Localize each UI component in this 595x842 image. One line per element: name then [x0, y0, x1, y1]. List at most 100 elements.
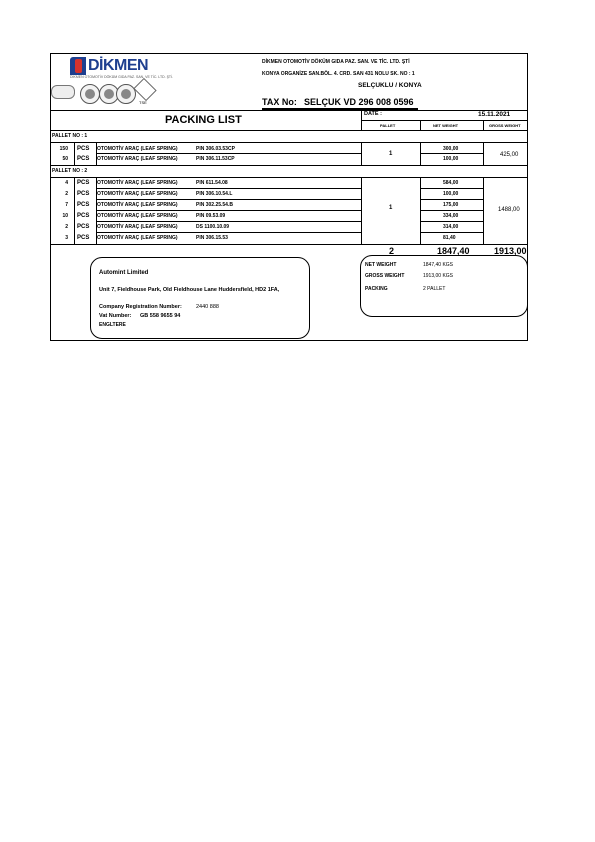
rule: [361, 177, 362, 244]
row-unit: PCS: [77, 180, 90, 186]
row-unit: PCS: [77, 146, 90, 152]
rule: [483, 142, 484, 165]
pallet-gross-weight: 425,00: [500, 152, 519, 158]
row-description: OTOMOTİV ARAÇ (LEAF SPRING): [97, 213, 178, 219]
row-description: OTOMOTİV ARAÇ (LEAF SPRING): [97, 235, 178, 241]
row-net-weight: 100,00: [443, 156, 459, 162]
consignee-country: ENGLTERE: [99, 322, 126, 328]
row-net-weight: 300,00: [443, 146, 459, 152]
pallet-count: 1: [389, 205, 393, 211]
rule: [50, 142, 528, 143]
rule: [50, 110, 528, 111]
summary-gross-value: 1913,00 KGS: [423, 273, 454, 279]
date-label: DATE :: [364, 111, 382, 117]
row-quantity: 3: [65, 235, 68, 241]
rule: [420, 210, 483, 211]
rule: [50, 165, 528, 166]
rule: [483, 177, 484, 244]
document-frame: [50, 53, 528, 341]
certification-seal-icon: [116, 84, 136, 104]
consignee-address: Unit 7, Fieldhouse Park, Old Fieldhouse …: [99, 287, 280, 293]
rule: [420, 221, 483, 222]
tax-label: TAX No:: [262, 97, 297, 107]
column-header-net-weight: NET WEIGHT: [433, 123, 459, 128]
summary-net-label: NET WEIGHT: [365, 262, 397, 268]
row-quantity: 7: [65, 202, 68, 208]
row-net-weight: 175,00: [443, 202, 459, 208]
column-header-pallet: PALLET: [380, 123, 396, 128]
consignee-box: [90, 257, 310, 339]
company-city: SELÇUKLU / KONYA: [358, 82, 422, 89]
rule: [96, 221, 361, 222]
row-part-code: PIN 306.11.53CP: [196, 156, 235, 162]
rule: [483, 120, 484, 130]
row-description: OTOMOTİV ARAÇ (LEAF SPRING): [97, 156, 178, 162]
row-part-code: PIN 306.03.53CP: [196, 146, 235, 152]
pallet-count: 1: [389, 151, 393, 157]
row-unit: PCS: [77, 202, 90, 208]
rule: [420, 142, 421, 165]
row-unit: PCS: [77, 224, 90, 230]
total-pallets: 2: [389, 246, 395, 256]
row-quantity: 50: [62, 156, 68, 162]
row-part-code: PIN 611.54.08: [196, 180, 228, 186]
column-header-gross-weight: GROSS WEIGHT: [489, 123, 521, 128]
vat-label: Vat Number:: [99, 313, 132, 319]
rule: [420, 199, 483, 200]
rule: [420, 177, 421, 244]
company-logo-accent: [75, 59, 82, 73]
row-quantity: 2: [65, 224, 68, 230]
row-unit: PCS: [77, 235, 90, 241]
rule: [74, 142, 75, 165]
consignee-name: Automint Limited: [99, 270, 149, 276]
row-description: OTOMOTİV ARAÇ (LEAF SPRING): [97, 224, 178, 230]
summary-gross-label: GROSS WEIGHT: [365, 273, 405, 279]
registration-value: 2440 888: [196, 304, 219, 310]
tse-badge-label: TSE: [139, 100, 147, 105]
tax-underline: [262, 108, 418, 110]
rule: [361, 142, 362, 165]
row-part-code: PIN 09.53.09: [196, 213, 226, 219]
rule: [96, 232, 361, 233]
row-quantity: 4: [65, 180, 68, 186]
row-description: OTOMOTİV ARAÇ (LEAF SPRING): [97, 146, 178, 152]
registration-label: Company Registration Number:: [99, 304, 182, 310]
rule: [96, 142, 97, 165]
total-net-weight: 1847,40: [437, 246, 470, 256]
rule: [420, 188, 483, 189]
row-quantity: 2: [65, 191, 68, 197]
rule: [96, 153, 361, 154]
company-name: DİKMEN OTOMOTİV DÖKÜM GIDA PAZ. SAN. VE …: [262, 59, 410, 65]
row-unit: PCS: [77, 191, 90, 197]
certification-seal-icon: [80, 84, 100, 104]
rule: [50, 130, 528, 131]
pallet-gross-weight: 1488,00: [498, 207, 520, 213]
row-quantity: 150: [59, 146, 68, 152]
company-logo-subtitle: DİKMEN OTOMOTİV DÖKÜM GIDA PAZ. SAN. VE …: [70, 75, 174, 79]
row-net-weight: 584,00: [443, 180, 459, 186]
summary-net-value: 1847,40 KGS: [423, 262, 454, 268]
company-address: KONYA ORGANİZE SAN.BÖL. 4. CRD. SAN 431 …: [262, 71, 415, 77]
row-description: OTOMOTİV ARAÇ (LEAF SPRING): [97, 180, 178, 186]
row-part-code: PIN 306.15.53: [196, 235, 228, 241]
rule: [74, 177, 75, 244]
summary-packing-value: 2 PALLET: [423, 286, 446, 292]
rule: [96, 188, 361, 189]
rule: [361, 120, 528, 121]
document-title: PACKING LIST: [165, 114, 242, 126]
row-description: OTOMOTİV ARAÇ (LEAF SPRING): [97, 191, 178, 197]
date-value: 15.11.2021: [478, 111, 511, 118]
pallet-label: PALLET NO : 1: [52, 133, 88, 139]
row-part-code: DS 1100.10.09: [196, 224, 230, 230]
rule: [50, 177, 528, 178]
total-gross-weight: 1913,00: [494, 246, 527, 256]
row-net-weight: 100,00: [443, 191, 459, 197]
row-unit: PCS: [77, 156, 90, 162]
rule: [420, 120, 421, 130]
vat-value: GB 558 9655 94: [140, 313, 181, 319]
rule: [96, 199, 361, 200]
rule: [96, 177, 97, 244]
row-unit: PCS: [77, 213, 90, 219]
company-logo-text: DİKMEN: [88, 57, 149, 74]
pallet-label: PALLET NO : 2: [52, 168, 88, 174]
